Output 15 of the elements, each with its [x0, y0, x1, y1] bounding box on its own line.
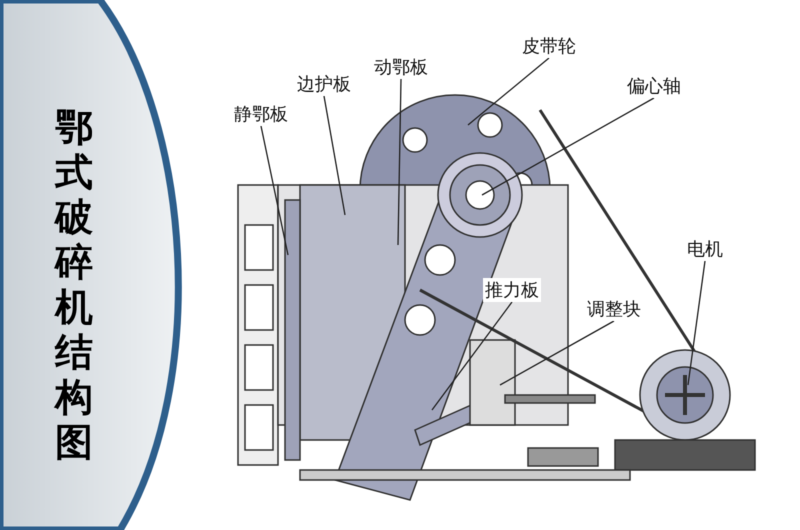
leader-line — [397, 78, 402, 246]
part-label: 电机 — [685, 237, 725, 261]
part-label: 边护板 — [295, 72, 353, 96]
leader-line — [260, 126, 289, 256]
leader-line — [468, 58, 550, 126]
part-label: 偏心轴 — [625, 74, 683, 98]
title: 鄂式破碎机结构图 — [53, 105, 94, 465]
part-label: 皮带轮 — [520, 34, 578, 58]
leader-line — [323, 96, 346, 216]
leader-line — [687, 260, 706, 386]
leader-line — [482, 97, 654, 196]
leader-line — [431, 302, 513, 410]
part-label: 推力板 — [483, 278, 541, 302]
leader-line — [500, 320, 614, 386]
part-label: 调整块 — [585, 297, 643, 321]
